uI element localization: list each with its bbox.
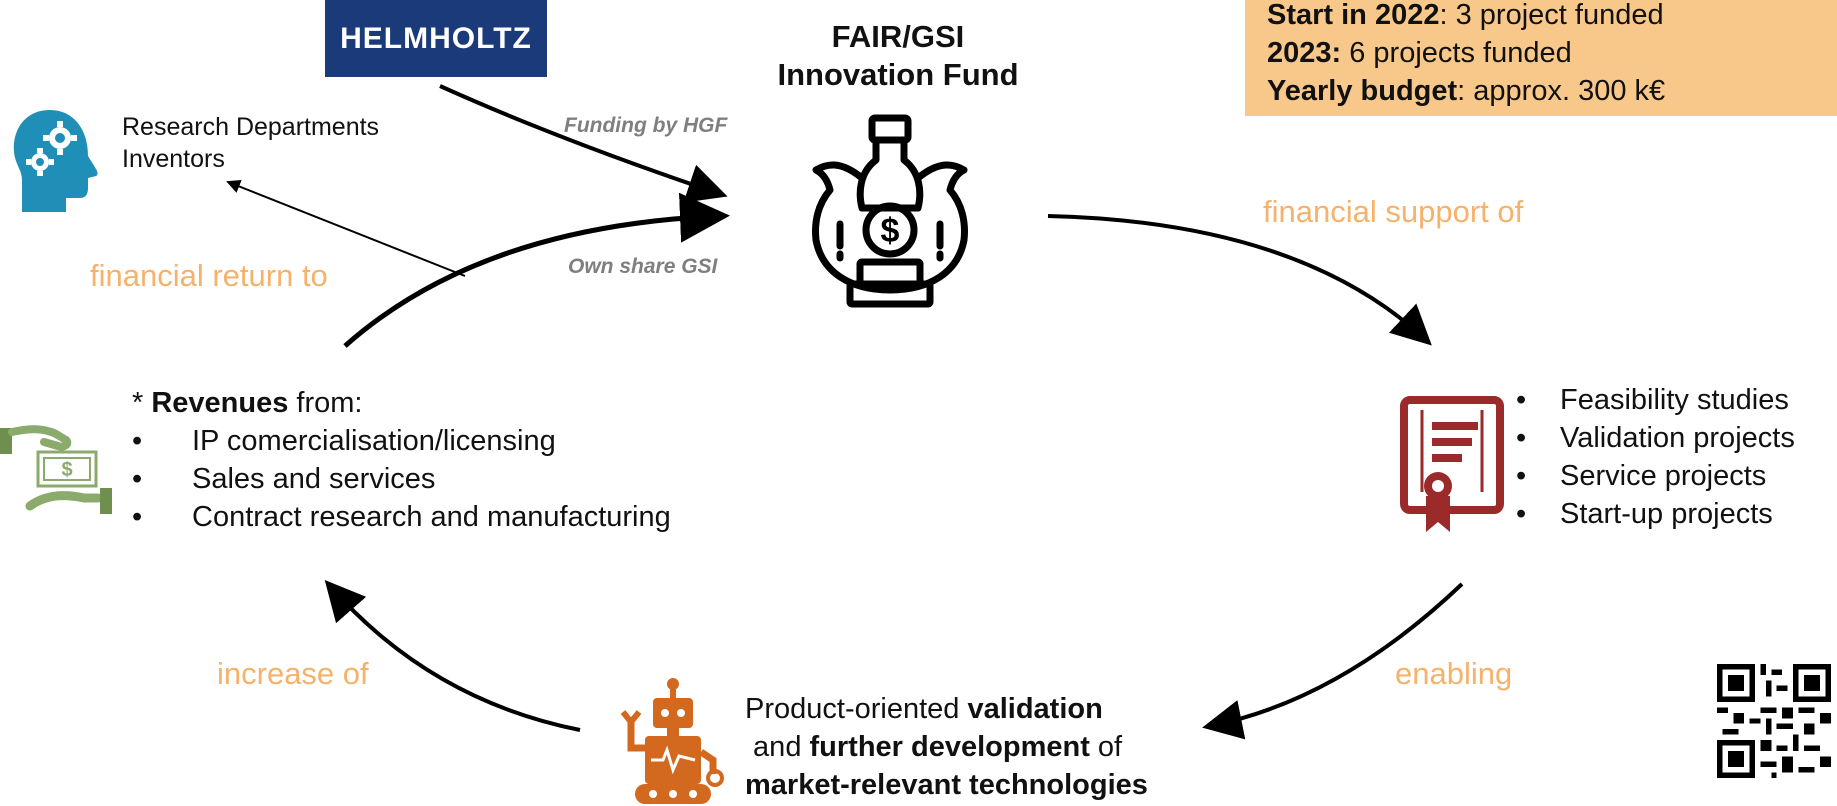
- research-line-2: Inventors: [122, 145, 225, 173]
- info-line-1-rest: : 3 project funded: [1439, 0, 1664, 31]
- list-item: • Sales and services: [132, 460, 671, 498]
- info-line-2-rest: 6 projects funded: [1341, 37, 1572, 69]
- info-line-1: Start in 2022: 3 project funded: [1267, 0, 1815, 34]
- research-departments-text: Research Departments Inventors: [122, 111, 379, 175]
- robot-icon: [620, 678, 724, 804]
- fund-title: FAIR/GSI Innovation Fund: [738, 18, 1058, 94]
- own-share-gsi-label: Own share GSI: [568, 255, 718, 278]
- product-text: Product-oriented validation and further …: [745, 690, 1148, 804]
- financial-return-label: financial return to: [90, 258, 328, 293]
- product-line-3: market-relevant technologies: [745, 766, 1148, 804]
- list-item-text: Validation projects: [1560, 422, 1795, 454]
- list-item-text: Service projects: [1560, 460, 1767, 492]
- product-line-3-bold: market-relevant technologies: [745, 769, 1148, 801]
- certificate-icon: [1400, 396, 1504, 532]
- list-item: • Service projects: [1516, 457, 1795, 495]
- list-item: • Contract research and manufacturing: [132, 498, 671, 536]
- bullet: •: [1516, 498, 1527, 530]
- head-gears-icon: [13, 110, 98, 212]
- helmholtz-logo: HELMHOLTZ: [325, 0, 547, 77]
- revenues-prefix: *: [132, 387, 152, 419]
- revenues-bold: Revenues: [151, 387, 289, 419]
- list-item: • Feasibility studies: [1516, 381, 1795, 419]
- arrow-helmholtz-to-fund: [439, 84, 728, 203]
- increase-of-label: increase of: [217, 656, 369, 691]
- research-line-1: Research Departments: [122, 113, 380, 141]
- qr-code-icon[interactable]: [1717, 664, 1831, 778]
- product-line-1-normal: Product-oriented: [745, 693, 968, 725]
- list-item: • Start-up projects: [1516, 495, 1795, 533]
- info-line-1-bold: Start in 2022: [1267, 0, 1440, 31]
- bullet: •: [132, 463, 143, 495]
- arrow-revenues-to-fund: [343, 192, 730, 348]
- list-item: • IP comercialisation/licensing: [132, 422, 671, 460]
- list-item-text: IP comercialisation/licensing: [192, 425, 556, 457]
- financial-support-label: financial support of: [1263, 194, 1524, 229]
- info-box: Start in 2022: 3 project funded 2023: 6 …: [1245, 0, 1837, 116]
- arrow-fund-to-projects: [1047, 214, 1432, 346]
- list-item: • Validation projects: [1516, 419, 1795, 457]
- money-hands-icon: $: [0, 425, 112, 514]
- product-line-2-normal1: and: [745, 731, 810, 763]
- revenues-heading: * Revenues from:: [132, 384, 671, 422]
- product-line-2: and further development of: [745, 728, 1148, 766]
- funding-by-hgf-label: Funding by HGF: [564, 114, 728, 137]
- revenues-list: • IP comercialisation/licensing • Sales an…: [132, 422, 671, 536]
- arrow-to-research: [226, 179, 466, 277]
- arrow-product-to-revenues: [324, 579, 581, 732]
- revenues-suffix: from:: [288, 387, 363, 419]
- list-item-text: Sales and services: [192, 463, 436, 495]
- info-line-3-rest: : approx. 300 k€: [1457, 75, 1666, 107]
- info-line-2-bold: 2023:: [1267, 37, 1342, 69]
- list-item-text: Start-up projects: [1560, 498, 1773, 530]
- revenues-block: * Revenues from: • IP comercialisation/li…: [132, 384, 671, 536]
- svg-text:$: $: [881, 212, 900, 250]
- info-line-3: Yearly budget: approx. 300 k€: [1267, 72, 1815, 110]
- arrow-projects-to-product: [1202, 582, 1464, 740]
- bullet: •: [132, 501, 143, 533]
- list-item-text: Contract research and manufacturing: [192, 501, 671, 533]
- bullet: •: [1516, 460, 1527, 492]
- bullet: •: [1516, 422, 1527, 454]
- product-line-1: Product-oriented validation: [745, 690, 1148, 728]
- enabling-label: enabling: [1395, 656, 1513, 691]
- fund-title-line1: FAIR/GSI: [831, 19, 965, 54]
- info-line-2: 2023: 6 projects funded: [1267, 34, 1815, 72]
- info-line-3-bold: Yearly budget: [1267, 75, 1458, 107]
- bullet: •: [132, 425, 143, 457]
- product-line-2-bold: further development: [809, 731, 1090, 763]
- money-bag-icon: $: [812, 114, 968, 308]
- list-item-text: Feasibility studies: [1560, 384, 1789, 416]
- fund-title-line2: Innovation Fund: [777, 57, 1019, 92]
- product-line-1-bold: validation: [967, 693, 1103, 725]
- svg-text:$: $: [61, 459, 72, 481]
- projects-ul: • Feasibility studies • Validation project…: [1516, 381, 1795, 533]
- bullet: •: [1516, 384, 1527, 416]
- projects-list: • Feasibility studies • Validation project…: [1516, 381, 1795, 533]
- product-line-2-normal2: of: [1089, 731, 1123, 763]
